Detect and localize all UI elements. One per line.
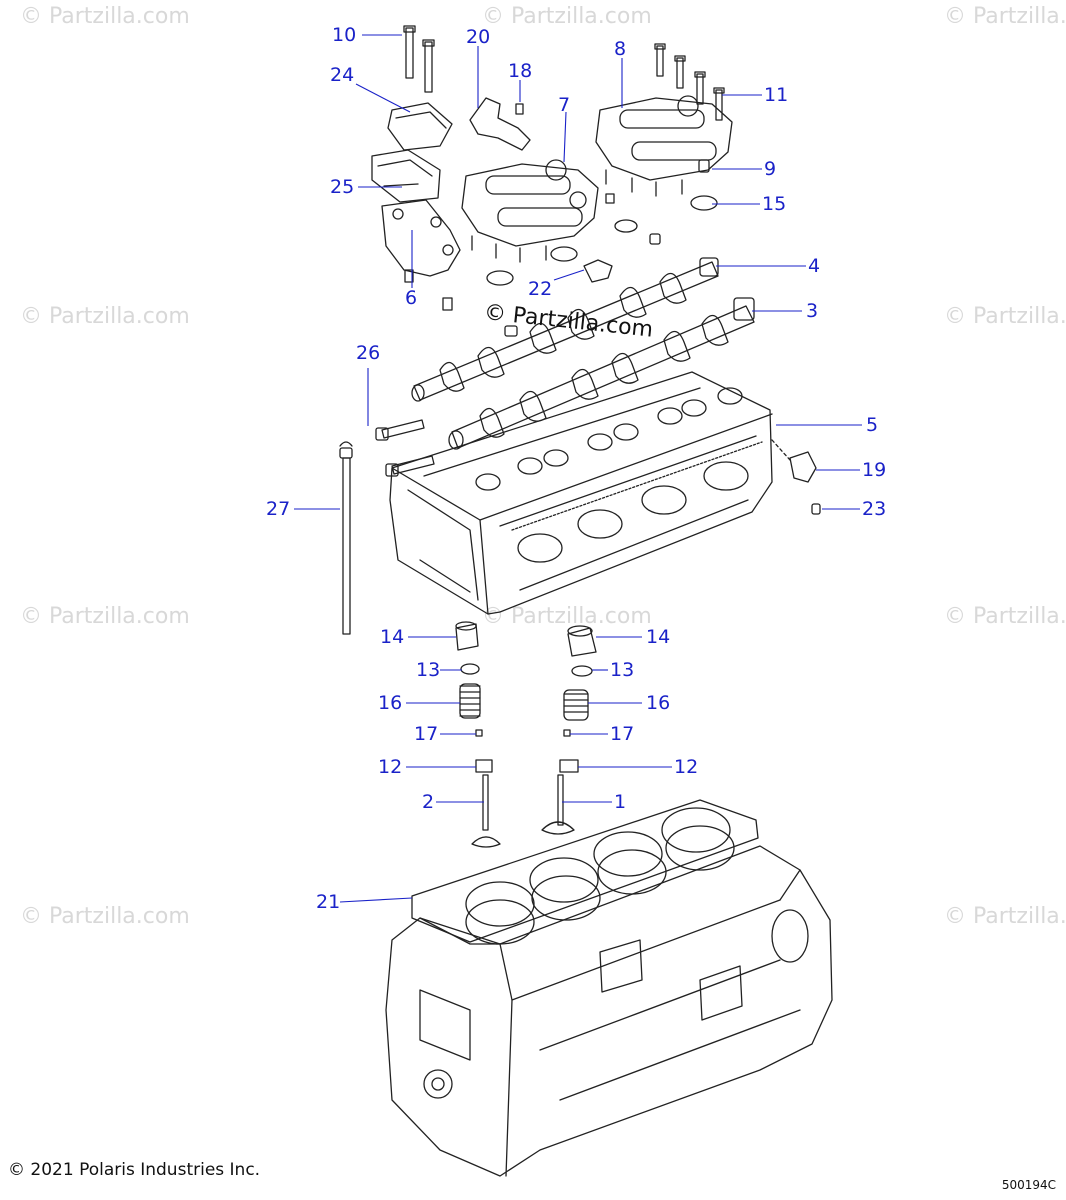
callout-17-left: 17: [414, 723, 439, 745]
callout-8: 8: [614, 38, 627, 60]
callout-26: 26: [356, 342, 381, 364]
dowel-pin: [698, 159, 710, 173]
callout-19: 19: [862, 459, 887, 481]
callout-25: 25: [330, 176, 355, 198]
exhaust-camshaft: [448, 297, 755, 450]
watermark: © Partzilla.com: [20, 4, 190, 29]
intake-camshaft: [411, 257, 719, 402]
seal-ring: [614, 219, 638, 233]
callout-22: 22: [528, 278, 553, 300]
watermark: © Partzilla.com: [944, 604, 1066, 629]
callout-9: 9: [764, 158, 777, 180]
callout-13-right: 13: [610, 659, 635, 681]
valve-train-right: [541, 625, 597, 835]
watermark: © Partzilla.com: [944, 304, 1066, 329]
cover-plate: [387, 102, 453, 151]
head-gasket: [411, 799, 759, 943]
callout-16-left: 16: [378, 692, 403, 714]
watermark: © Partzilla.com: [482, 4, 652, 29]
callout-10: 10: [332, 24, 357, 46]
seal-ring: [550, 246, 578, 262]
long-head-bolt: [339, 441, 353, 635]
callout-14-left: 14: [380, 626, 405, 648]
callout-21: 21: [316, 891, 341, 913]
callout-7: 7: [558, 94, 571, 116]
sensor-bracket: [469, 97, 531, 151]
cam-cap-bolts: [654, 43, 725, 121]
callout-20: 20: [466, 26, 491, 48]
seal-ring: [486, 270, 514, 286]
callout-14-right: 14: [646, 626, 671, 648]
cam-sensor: [789, 451, 817, 483]
watermark: © Partzilla.com: [20, 304, 190, 329]
callout-16-right: 16: [646, 692, 671, 714]
callout-23: 23: [862, 498, 887, 520]
watermark: © Partzilla.com: [944, 904, 1066, 929]
callout-15: 15: [762, 193, 787, 215]
callout-1: 1: [614, 791, 627, 813]
callout-11: 11: [764, 84, 789, 106]
seal-ring: [690, 195, 718, 211]
callout-12-right: 12: [674, 756, 699, 778]
watermark: © Partzilla.com: [20, 904, 190, 929]
callout-12-left: 12: [378, 756, 403, 778]
cam-cap-carrier-right: [595, 97, 733, 181]
head-bolt-pair: [403, 25, 435, 93]
cylinder-head: [389, 371, 773, 615]
callout-24: 24: [330, 64, 355, 86]
diagram-reference-code: 500194C: [1001, 1178, 1056, 1192]
cam-bracket: [381, 199, 461, 277]
callout-5: 5: [866, 414, 879, 436]
callout-27: 27: [266, 498, 291, 520]
watermark: © Partzilla.com: [20, 604, 190, 629]
chain-guide: [371, 149, 441, 203]
callout-13-left: 13: [416, 659, 441, 681]
engine-block: [385, 825, 833, 1177]
callout-4: 4: [808, 255, 821, 277]
callout-17-right: 17: [610, 723, 635, 745]
head-side-bolts: [375, 419, 435, 477]
thrust-plate: [583, 259, 613, 283]
copyright-notice: © 2021 Polaris Industries Inc.: [8, 1160, 261, 1180]
callout-2: 2: [422, 791, 435, 813]
callout-6: 6: [405, 287, 418, 309]
valve-train-left: [455, 621, 501, 848]
watermark: © Partzilla.com: [944, 4, 1066, 29]
callout-3: 3: [806, 300, 819, 322]
callout-18: 18: [508, 60, 533, 82]
cam-cap-carrier-left: [461, 163, 599, 247]
leader-lines: [294, 34, 862, 903]
